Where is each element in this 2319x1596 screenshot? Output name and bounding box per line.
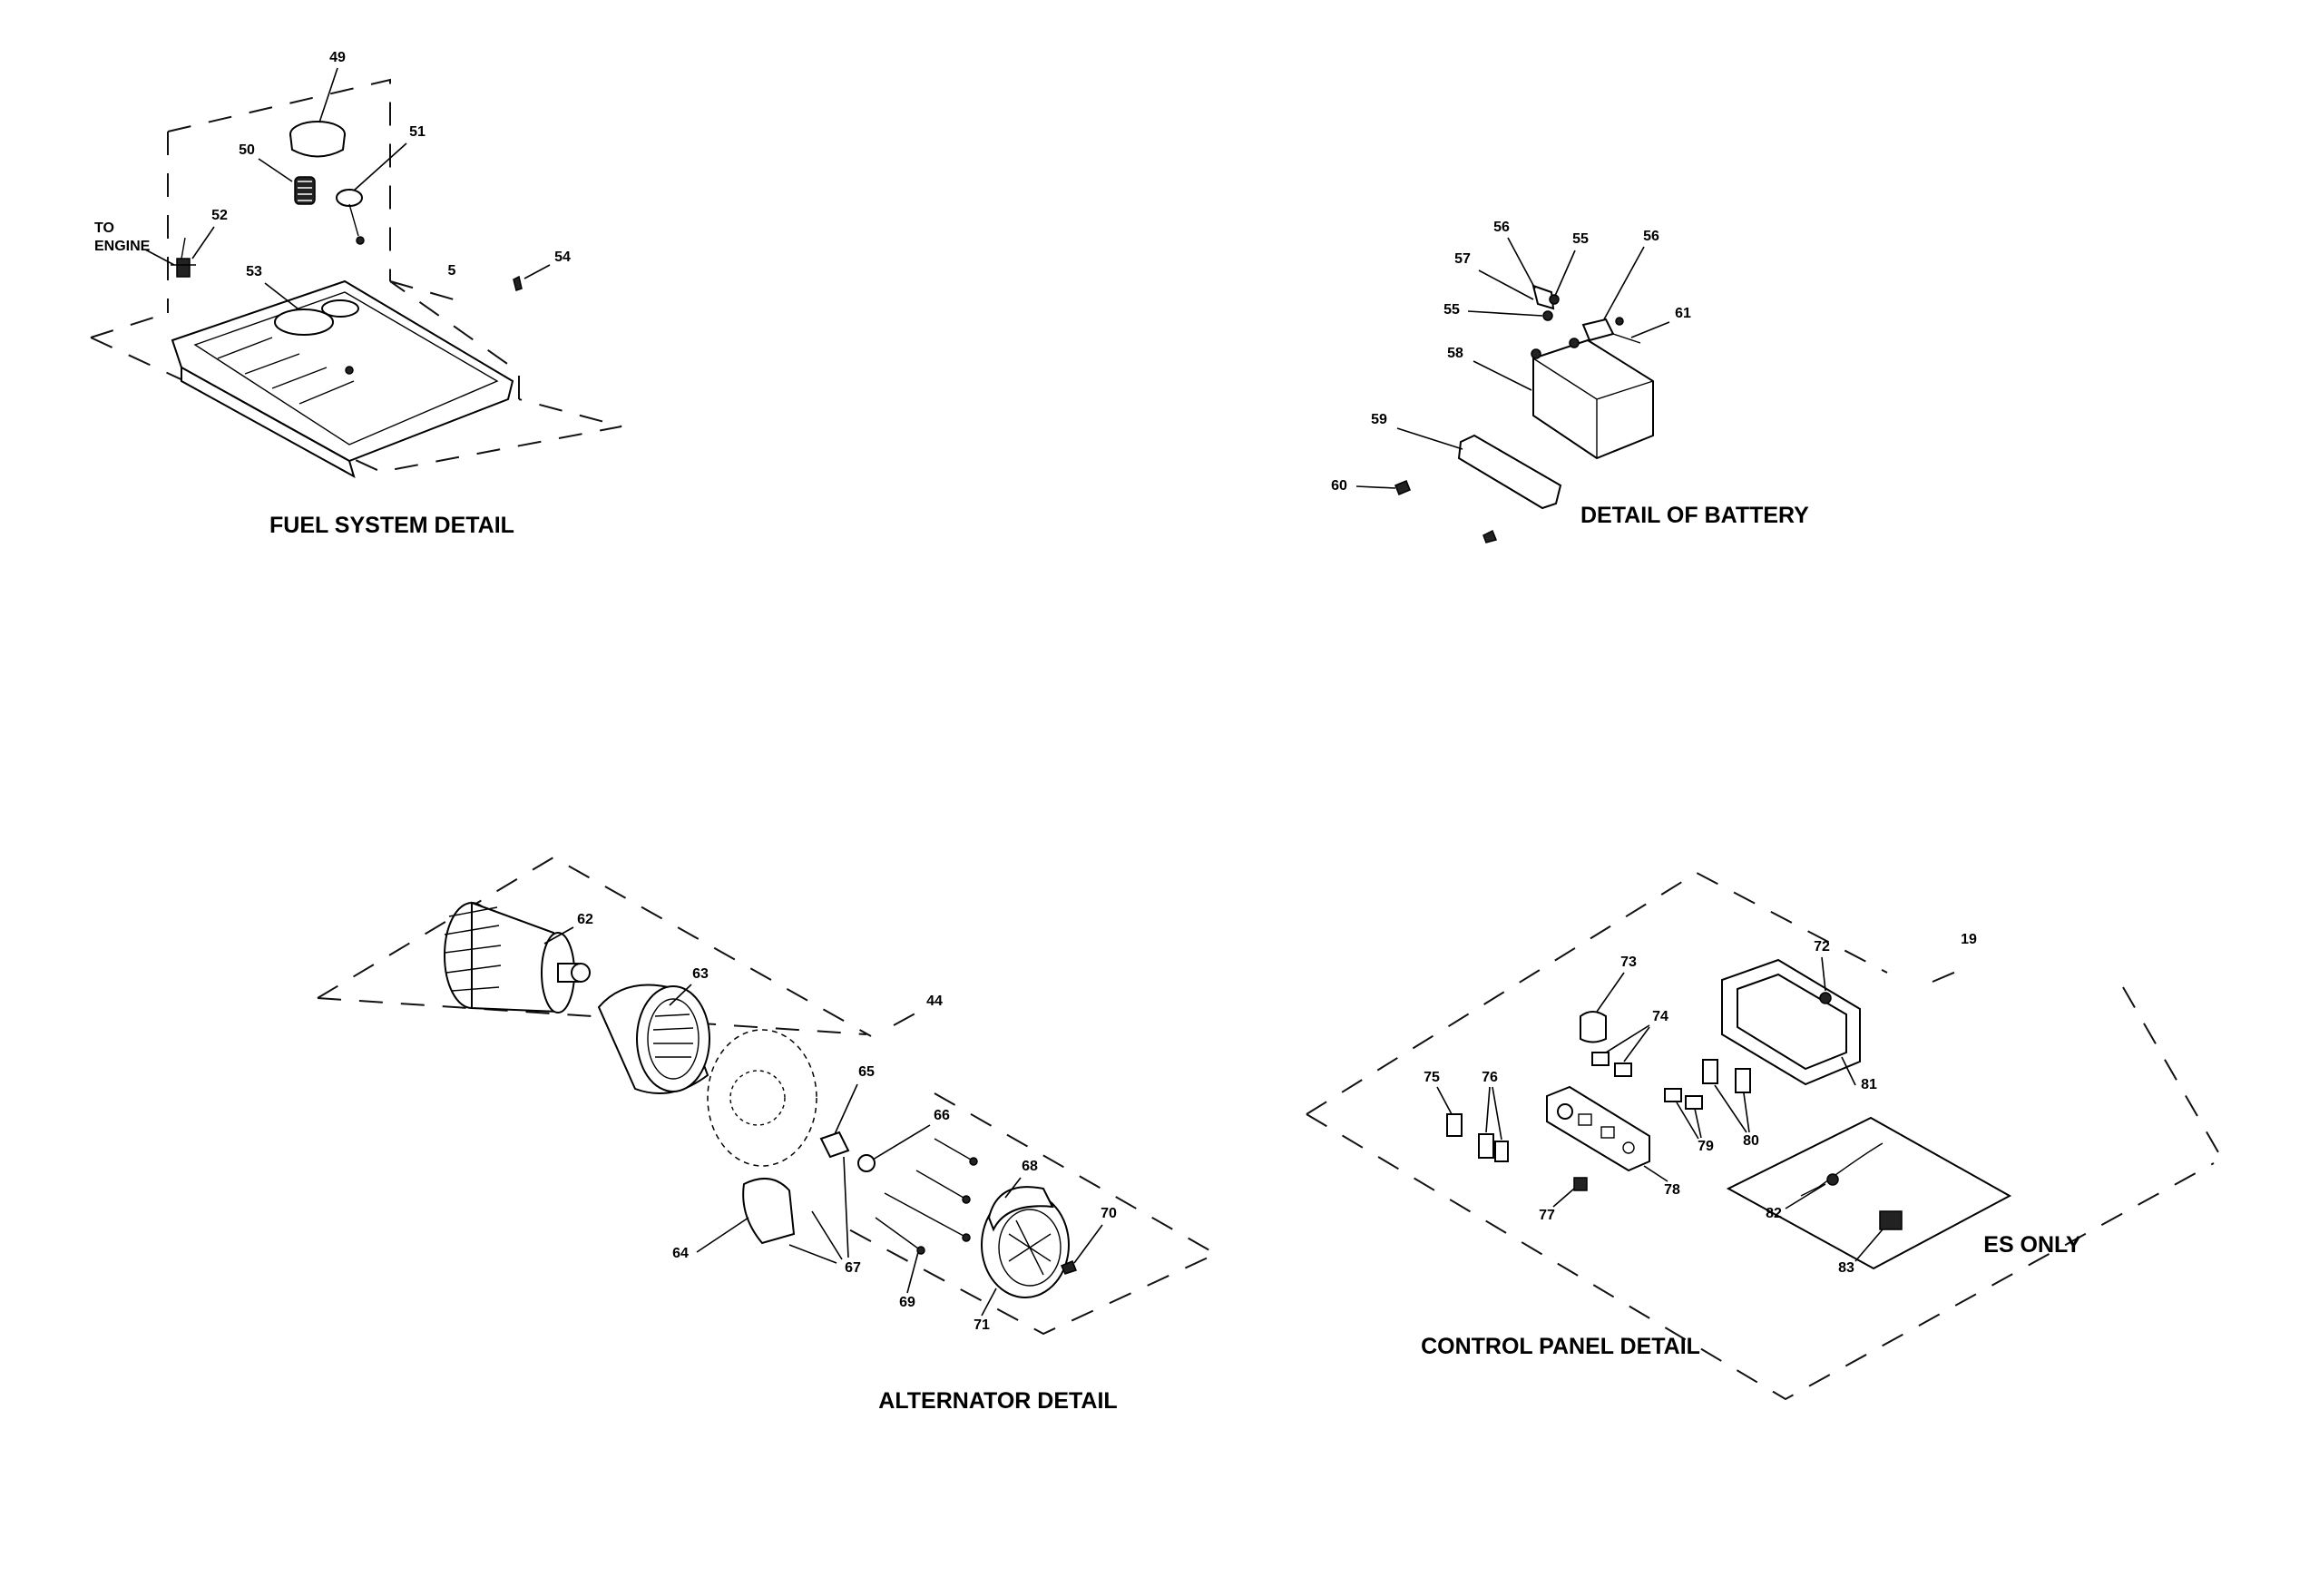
callout-79: 79 xyxy=(1698,1139,1714,1154)
callout-70: 70 xyxy=(1101,1206,1117,1221)
breaker-73 xyxy=(1580,1011,1607,1043)
callout-51: 51 xyxy=(409,124,426,140)
callout-81: 81 xyxy=(1861,1077,1877,1092)
battery-screw xyxy=(1482,529,1498,543)
fuel-tank xyxy=(171,279,514,479)
callout-55b: 55 xyxy=(1443,302,1460,318)
callout-69: 69 xyxy=(899,1295,915,1310)
control-boundary xyxy=(1306,871,2219,1401)
brush-holder-ghost xyxy=(707,1029,817,1167)
fuel-screw-54 xyxy=(513,275,523,291)
to-engine-line2: ENGINE xyxy=(94,239,151,254)
rotor xyxy=(444,901,591,1013)
battery xyxy=(1532,338,1654,460)
fuel-strainer xyxy=(294,176,316,205)
fuel-gauge xyxy=(336,189,365,245)
nut-72 xyxy=(1819,992,1832,1004)
battery-strap xyxy=(1457,434,1562,510)
fuel-valve xyxy=(171,237,196,278)
callout-56b: 56 xyxy=(1643,229,1659,244)
es-only-box xyxy=(1726,1116,2012,1270)
to-engine-line1: TO xyxy=(94,220,114,236)
callout-65: 65 xyxy=(858,1064,875,1080)
battery-screw-60 xyxy=(1394,480,1411,495)
callout-57: 57 xyxy=(1454,251,1471,267)
es-only-label: ES ONLY xyxy=(1983,1232,2081,1258)
alternator-caption: ALTERNATOR DETAIL xyxy=(878,1388,1117,1414)
stator xyxy=(597,984,710,1094)
callout-68: 68 xyxy=(1022,1159,1038,1174)
callout-74: 74 xyxy=(1652,1009,1668,1024)
callout-82: 82 xyxy=(1766,1206,1782,1221)
battery-terminals xyxy=(1531,284,1641,359)
switch-77 xyxy=(1573,1177,1588,1191)
callout-77: 77 xyxy=(1539,1208,1555,1223)
screw-70 xyxy=(1061,1260,1077,1275)
panel-housing-81 xyxy=(1721,958,1861,1086)
fuel-system-caption: FUEL SYSTEM DETAIL xyxy=(269,513,514,538)
callout-71: 71 xyxy=(974,1317,990,1333)
control-panel-caption: CONTROL PANEL DETAIL xyxy=(1421,1334,1700,1359)
callout-64: 64 xyxy=(672,1246,689,1261)
callout-49: 49 xyxy=(329,50,346,65)
callout-75: 75 xyxy=(1424,1070,1440,1085)
callout-61: 61 xyxy=(1675,306,1691,321)
control-panel-detail: 19 72 73 74 75 76 81 79 80 77 78 82 83 E… xyxy=(1306,871,2219,1401)
alternator-detail: 62 63 44 65 66 68 70 64 67 69 71 ALTERNA… xyxy=(317,856,1218,1414)
battery-caption: DETAIL OF BATTERY xyxy=(1580,503,1809,528)
callout-76: 76 xyxy=(1482,1070,1498,1085)
callout-67: 67 xyxy=(845,1260,861,1276)
callout-54: 54 xyxy=(554,250,571,265)
callout-59: 59 xyxy=(1371,412,1387,427)
callout-55a: 55 xyxy=(1572,231,1589,247)
brush-65 xyxy=(819,1131,850,1159)
callout-66: 66 xyxy=(934,1108,950,1123)
callout-44: 44 xyxy=(926,994,943,1009)
callout-72: 72 xyxy=(1814,939,1830,955)
callout-80: 80 xyxy=(1743,1133,1759,1149)
battery-detail: 56 55 56 57 55 61 58 59 60 DETAIL OF BAT… xyxy=(1331,220,1809,543)
alternator-boundary xyxy=(317,856,1218,1336)
callout-52: 52 xyxy=(211,208,228,223)
callout-56a: 56 xyxy=(1493,220,1510,235)
callout-58: 58 xyxy=(1447,346,1463,361)
callout-63: 63 xyxy=(692,966,709,982)
callout-73: 73 xyxy=(1620,955,1637,970)
receptacles xyxy=(1446,1052,1751,1162)
callout-53: 53 xyxy=(246,264,262,279)
callout-78: 78 xyxy=(1664,1182,1680,1198)
panel-plate-78 xyxy=(1546,1085,1650,1172)
callout-5: 5 xyxy=(448,263,456,279)
callout-62: 62 xyxy=(577,912,593,927)
callout-83: 83 xyxy=(1838,1260,1854,1276)
callout-19: 19 xyxy=(1961,932,1977,947)
fuel-cap xyxy=(289,121,346,158)
brush-cover-64 xyxy=(742,1177,796,1245)
washer-66 xyxy=(857,1154,876,1172)
fuel-boundary xyxy=(90,78,622,474)
callout-60: 60 xyxy=(1331,478,1347,494)
callout-50: 50 xyxy=(239,142,255,158)
end-bell xyxy=(981,1186,1070,1298)
fuel-system-detail: 49 50 51 52 TO ENGINE 53 5 54 FUEL SYSTE… xyxy=(90,50,622,538)
through-bolts xyxy=(875,1138,978,1255)
